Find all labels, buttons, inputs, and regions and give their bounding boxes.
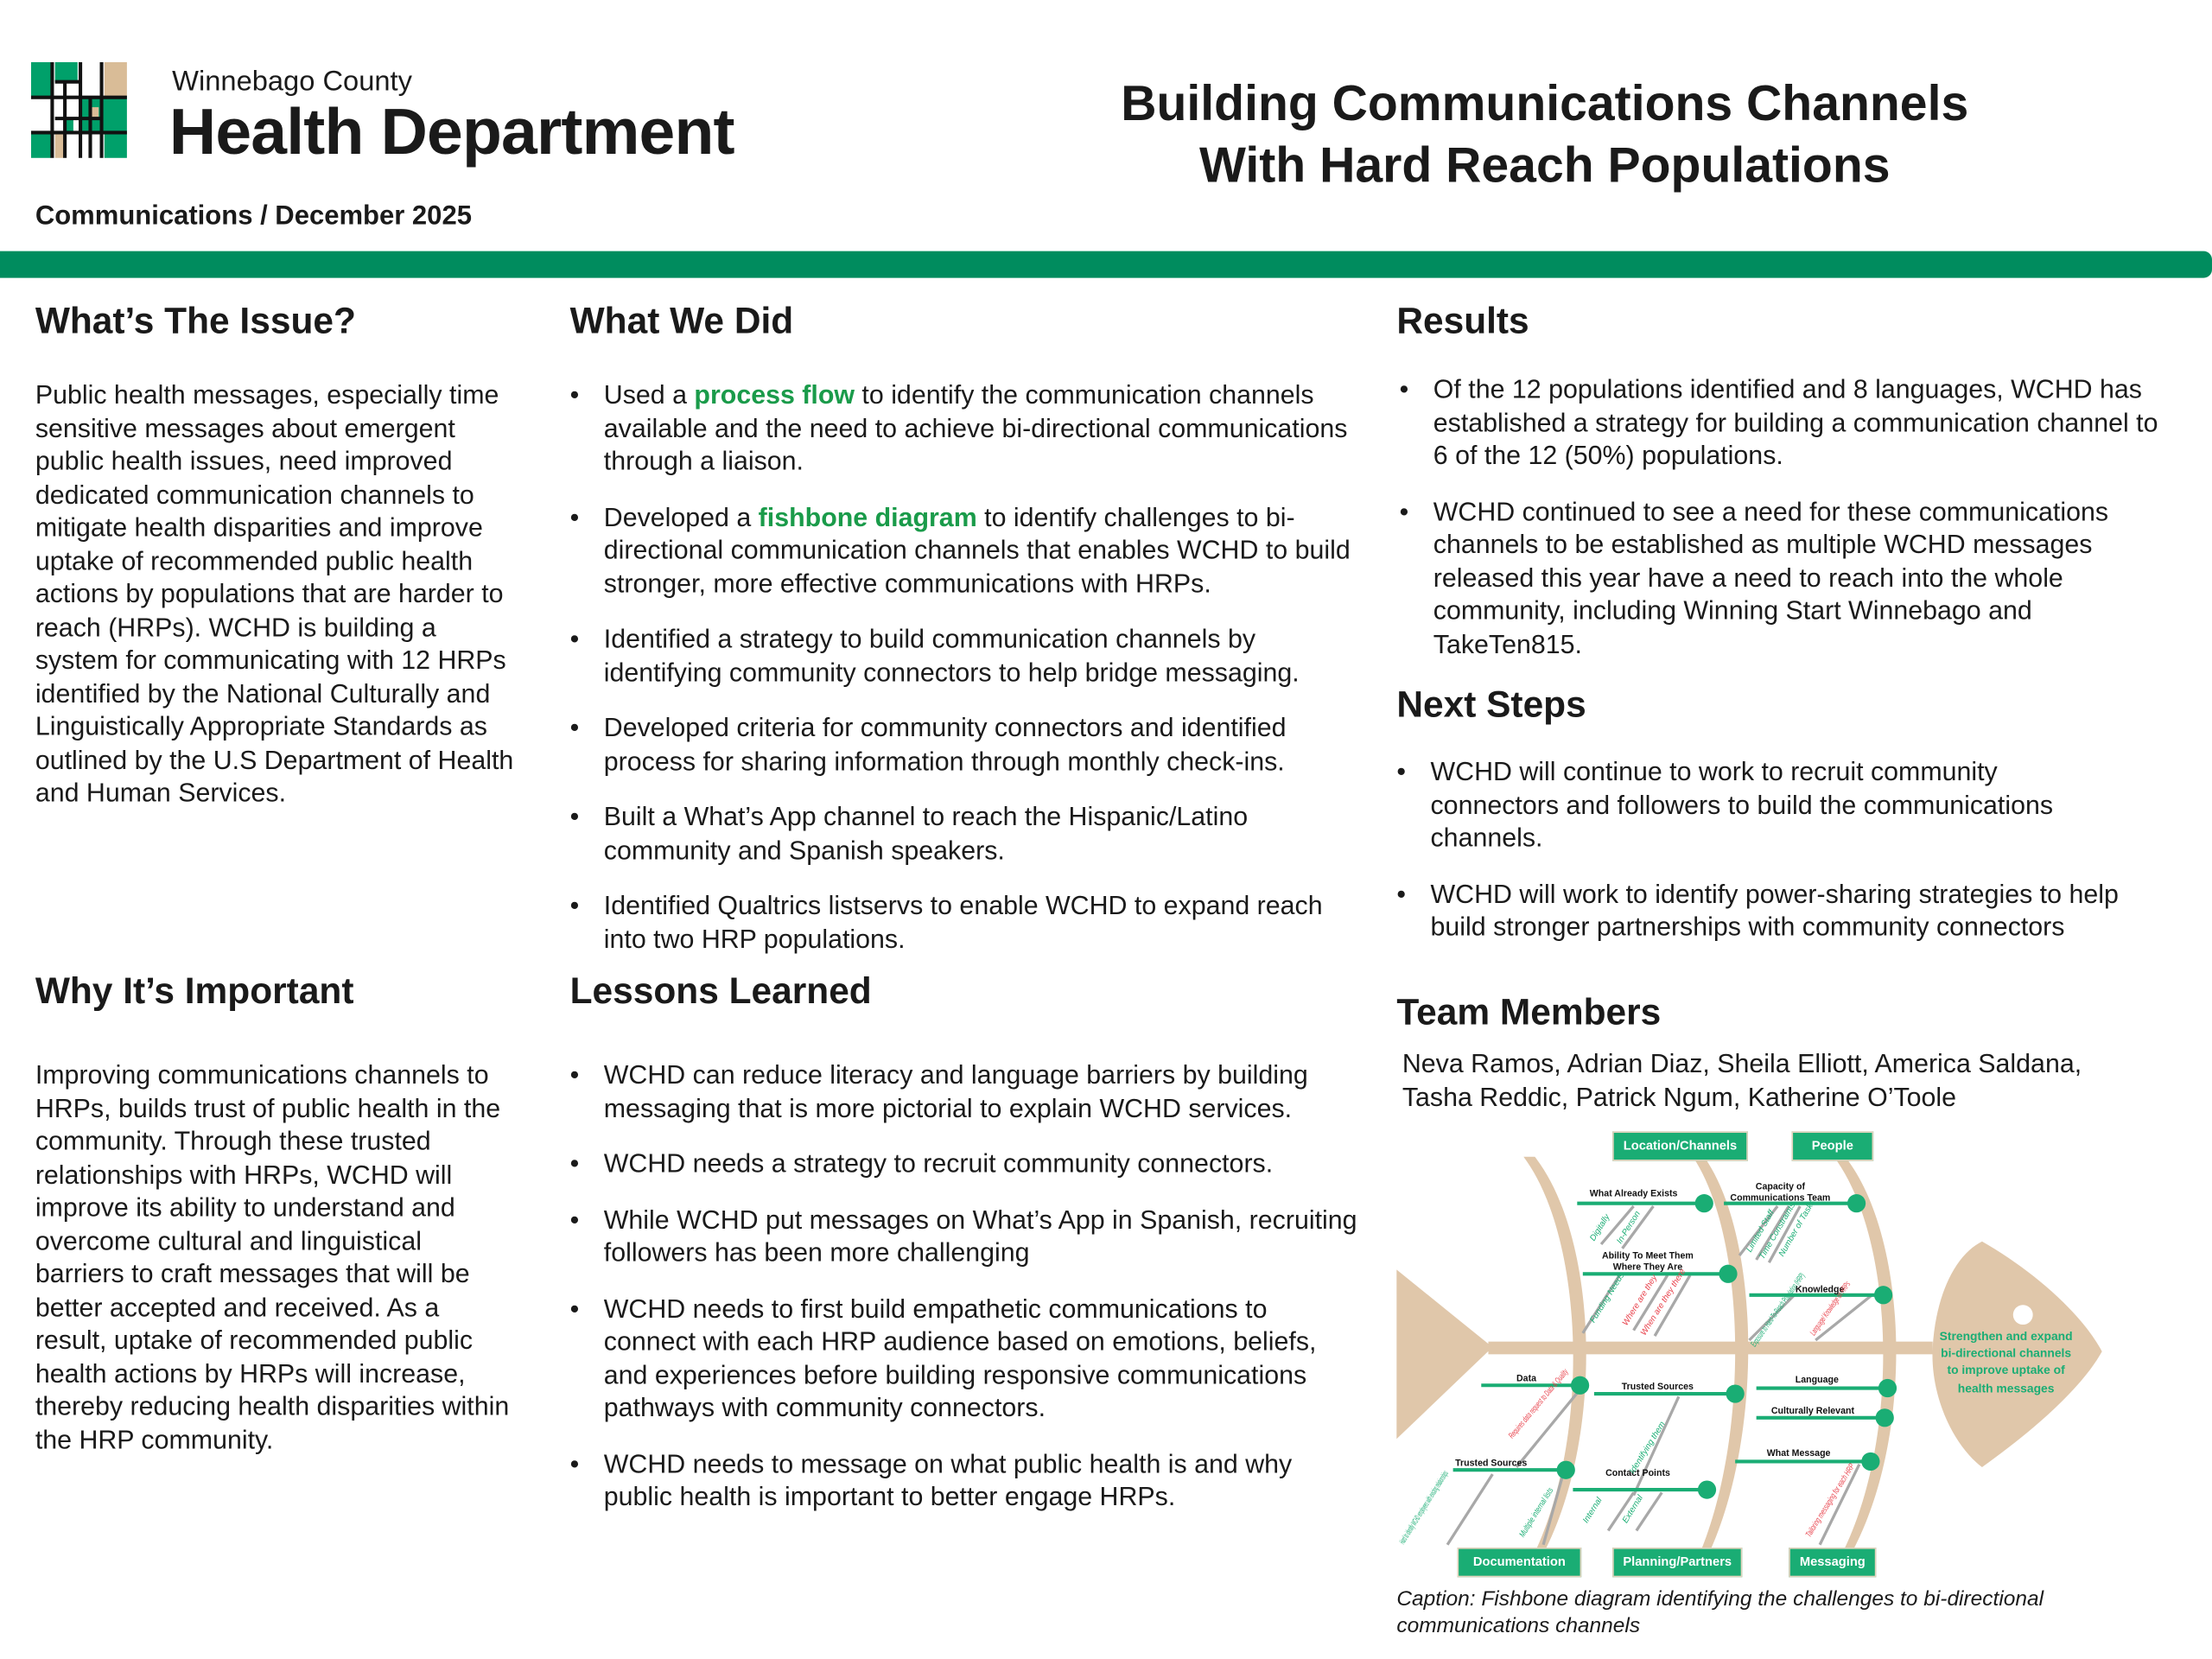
branch-label: Contact Points bbox=[1605, 1468, 1670, 1478]
branch-label: Culturally Relevant bbox=[1771, 1406, 1855, 1416]
branch-label: Data bbox=[1516, 1373, 1536, 1383]
fishbone-diagram: Strengthen and expand bi-directional cha… bbox=[1396, 1156, 2102, 1569]
fishbone-caption: Caption: Fishbone diagram identifying th… bbox=[1396, 1586, 2044, 1638]
what-we-did-heading: What We Did bbox=[569, 299, 794, 342]
org-name-small: Winnebago County bbox=[172, 66, 412, 98]
list-item: While WCHD put messages on What’s App in… bbox=[570, 1203, 1360, 1269]
category-location-channels: Location/Channels bbox=[1612, 1131, 1748, 1161]
fish-head-text: Strengthen and expand bbox=[1940, 1329, 2073, 1343]
results-list: Of the 12 populations identified and 8 l… bbox=[1400, 372, 2169, 683]
important-text: Improving communications channels to HRP… bbox=[35, 1059, 510, 1454]
list-item: WCHD can reduce literacy and language ba… bbox=[570, 1058, 1360, 1124]
cause-label: Hard to identify WCHD employees with exi… bbox=[1398, 1469, 1451, 1546]
cause-label: Internal bbox=[1581, 1496, 1605, 1525]
team-names: Neva Ramos, Adrian Diaz, Sheila Elliott,… bbox=[1402, 1048, 2082, 1111]
health-department-logo bbox=[30, 61, 127, 158]
fish-rib bbox=[1693, 1156, 1749, 1569]
branch-label: Knowledge bbox=[1796, 1285, 1845, 1295]
list-item: WCHD needs a strategy to recruit communi… bbox=[570, 1147, 1360, 1179]
page-title-line2: With Hard Reach Populations bbox=[1198, 137, 1891, 194]
item-text: to identify the communication channels a… bbox=[603, 379, 1348, 476]
important-heading: Why It’s Important bbox=[35, 969, 354, 1012]
category-messaging: Messaging bbox=[1789, 1548, 1877, 1578]
results-heading: Results bbox=[1396, 299, 1529, 342]
next-steps-heading: Next Steps bbox=[1396, 683, 1586, 726]
fishbone-diagram-link[interactable]: fishbone diagram bbox=[758, 501, 977, 531]
cause-label: Exposure to Hard-To-Reach Population (HR… bbox=[1749, 1272, 1807, 1349]
list-item: WCHD continued to see a need for these c… bbox=[1400, 494, 2169, 660]
list-item: WCHD will continue to work to recruit co… bbox=[1396, 754, 2130, 854]
fish-spine bbox=[1488, 1341, 1933, 1355]
lessons-heading: Lessons Learned bbox=[569, 969, 872, 1012]
page-title-line1: Building Communications Channels bbox=[1121, 76, 1969, 131]
cause-label: When are they there bbox=[1639, 1267, 1688, 1337]
branch-label: Trusted Sources bbox=[1455, 1458, 1527, 1468]
item-text: Used a bbox=[603, 379, 695, 410]
branch-label: Where They Are bbox=[1613, 1262, 1682, 1272]
list-item: WCHD needs to first build empathetic com… bbox=[570, 1292, 1360, 1424]
cause-label: Digitally bbox=[1588, 1212, 1612, 1243]
list-item: Identified Qualtrics listservs to enable… bbox=[570, 889, 1367, 956]
next-steps-list: WCHD will continue to work to recruit co… bbox=[1396, 754, 2130, 965]
category-people: People bbox=[1791, 1131, 1874, 1161]
fish-rib bbox=[1834, 1156, 1897, 1569]
category-planning-partners: Planning/Partners bbox=[1612, 1548, 1743, 1578]
what-we-did-list: Used a process flow to identify the comm… bbox=[570, 378, 1367, 978]
branch-label: What Already Exists bbox=[1590, 1188, 1678, 1198]
header-divider-bar bbox=[0, 251, 2212, 278]
item-text: Developed a bbox=[603, 501, 759, 531]
list-item: Built a What’s App channel to reach the … bbox=[570, 800, 1367, 867]
branch-label: What Message bbox=[1767, 1448, 1831, 1459]
fish-head-text: to improve uptake of bbox=[1947, 1363, 2065, 1376]
list-item: Identified a strategy to build communica… bbox=[570, 622, 1367, 689]
branch-label: Communications Team bbox=[1730, 1192, 1830, 1203]
branch-label: Trusted Sources bbox=[1622, 1382, 1694, 1392]
item-text: to identify challenges to bi-directional… bbox=[603, 501, 1351, 598]
issue-text: Public health messages, especially time … bbox=[35, 379, 514, 807]
page-title: Building Communications Channels With Ha… bbox=[988, 73, 2102, 198]
list-item: Developed a fishbone diagram to identify… bbox=[570, 500, 1367, 600]
fish-head-text: bi-directional channels bbox=[1941, 1346, 2071, 1360]
list-item: WCHD needs to message on what public hea… bbox=[570, 1446, 1360, 1513]
org-name-large: Health Department bbox=[168, 94, 735, 168]
fish-tail bbox=[1396, 1269, 1493, 1440]
lessons-list: WCHD can reduce literacy and language ba… bbox=[570, 1058, 1360, 1535]
newsletter-subtitle: Communications / December 2025 bbox=[35, 201, 472, 232]
branch-label: Language bbox=[1796, 1375, 1839, 1385]
fish-head-text: health messages bbox=[1958, 1381, 2055, 1395]
list-item: WCHD will work to identify power-sharing… bbox=[1396, 877, 2130, 944]
list-item: Used a process flow to identify the comm… bbox=[570, 378, 1367, 478]
process-flow-link[interactable]: process flow bbox=[694, 379, 855, 410]
team-heading: Team Members bbox=[1396, 990, 1662, 1033]
cause-label: Funding Needs bbox=[1588, 1271, 1627, 1325]
issue-heading: What’s The Issue? bbox=[35, 299, 356, 342]
list-item: Developed criteria for community connect… bbox=[570, 711, 1367, 778]
category-documentation: Documentation bbox=[1457, 1548, 1582, 1578]
fish-eye bbox=[2012, 1305, 2033, 1325]
fish-head bbox=[1932, 1241, 2102, 1467]
cause-label: Tailoring messaging for each HRP bbox=[1804, 1462, 1857, 1539]
branch-label: Capacity of bbox=[1756, 1181, 1806, 1192]
list-item: Of the 12 populations identified and 8 l… bbox=[1400, 372, 2169, 472]
branch-label: Ability To Meet Them bbox=[1602, 1250, 1694, 1261]
